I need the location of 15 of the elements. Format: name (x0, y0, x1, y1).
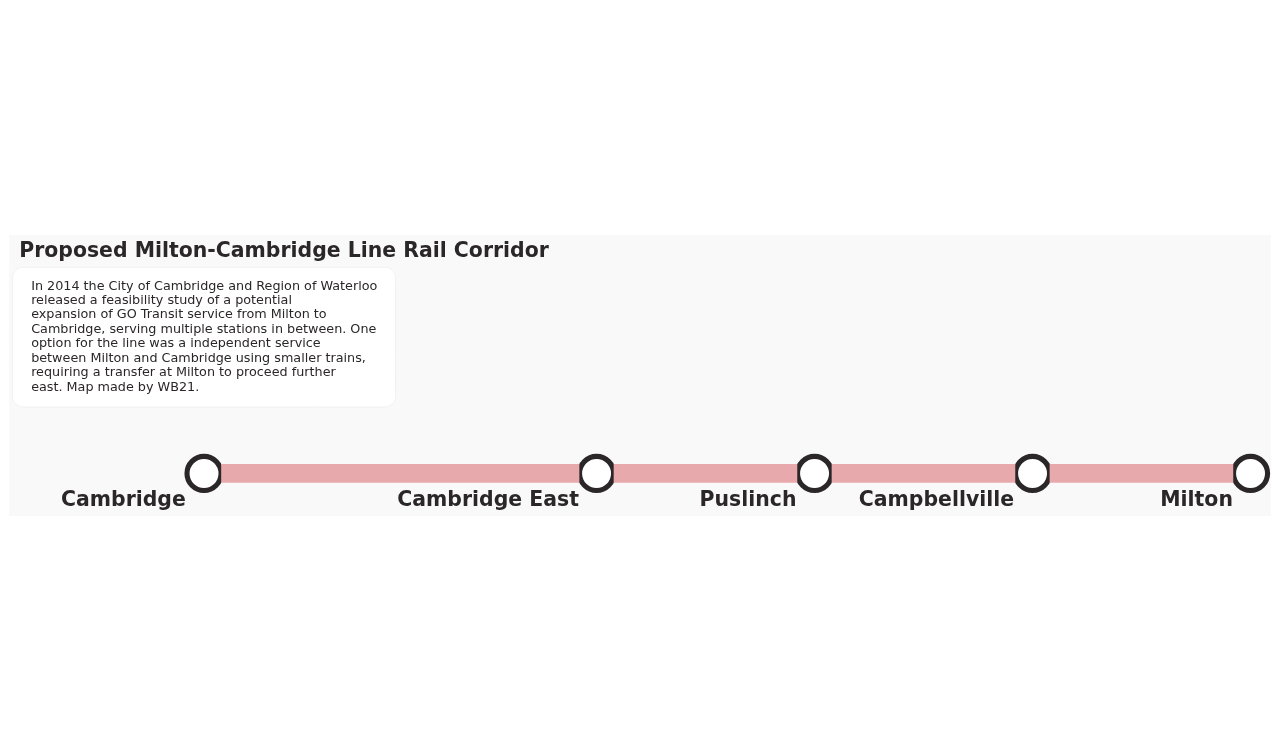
connector (613, 463, 798, 483)
connector (831, 463, 1016, 483)
node-circle (1230, 453, 1271, 493)
node-label: Cambridge (60, 486, 186, 511)
node-label: Campbellville (858, 486, 1015, 511)
node-circle (577, 453, 617, 493)
node-circle (1012, 453, 1053, 493)
node-label: Milton (1160, 486, 1233, 511)
diagram-title: Proposed Milton-Cambridge Line Rail Corridor (19, 237, 549, 262)
node-circle (794, 453, 835, 493)
node-label: Puslinch (699, 486, 797, 511)
node-circle (184, 453, 224, 493)
connector (1049, 463, 1234, 483)
node-label: Cambridge East (397, 486, 579, 511)
connector (221, 463, 580, 483)
